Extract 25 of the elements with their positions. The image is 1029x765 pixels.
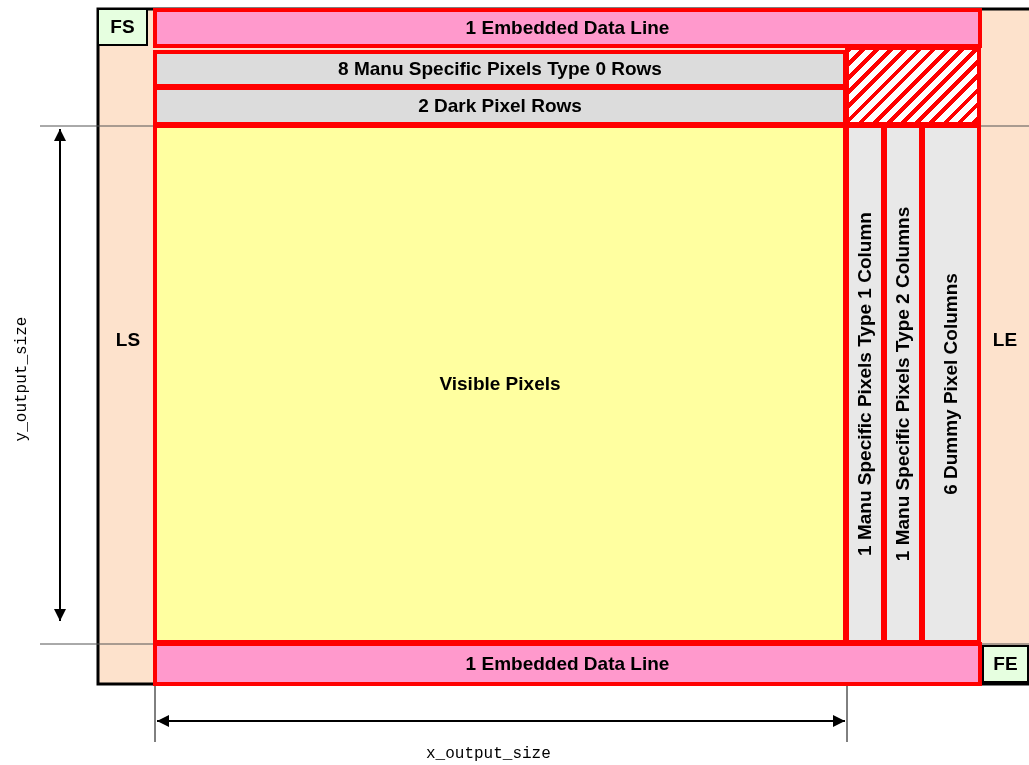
- visible-pixel-area: [153, 124, 847, 644]
- dimension-label: y_output_size: [13, 316, 32, 442]
- fs-label: [97, 8, 148, 46]
- band-label: 2 Dark Pixel Rows: [418, 95, 582, 117]
- pixel-row-band: [153, 50, 847, 88]
- band-label: 1 Embedded Data Line: [465, 17, 670, 39]
- data-line-band: [153, 8, 982, 48]
- pixel-column-band: [845, 124, 885, 644]
- band-label: FS: [110, 16, 135, 38]
- pixel-row-band: [153, 86, 847, 126]
- band-label: 1 Manu Specific Pixels Type 2 Columns: [892, 206, 914, 562]
- data-line-band: [153, 642, 982, 686]
- band-label: Visible Pixels: [439, 373, 561, 395]
- band-label: 8 Manu Specific Pixels Type 0 Rows: [338, 58, 662, 80]
- pixel-column-band: [883, 124, 923, 644]
- band-label: FE: [993, 653, 1018, 675]
- band-label: 1 Embedded Data Line: [465, 653, 670, 675]
- dimension-label: x_output_size: [426, 745, 551, 763]
- ls-label: LS: [115, 329, 141, 351]
- band-label: 1 Manu Specific Pixels Type 1 Column: [854, 212, 876, 556]
- le-label: LE: [992, 329, 1018, 351]
- hatched-area: [845, 46, 981, 126]
- fe-label: [982, 645, 1029, 683]
- band-label: 6 Dummy Pixel Columns: [940, 273, 962, 495]
- pixel-column-band: [921, 124, 981, 644]
